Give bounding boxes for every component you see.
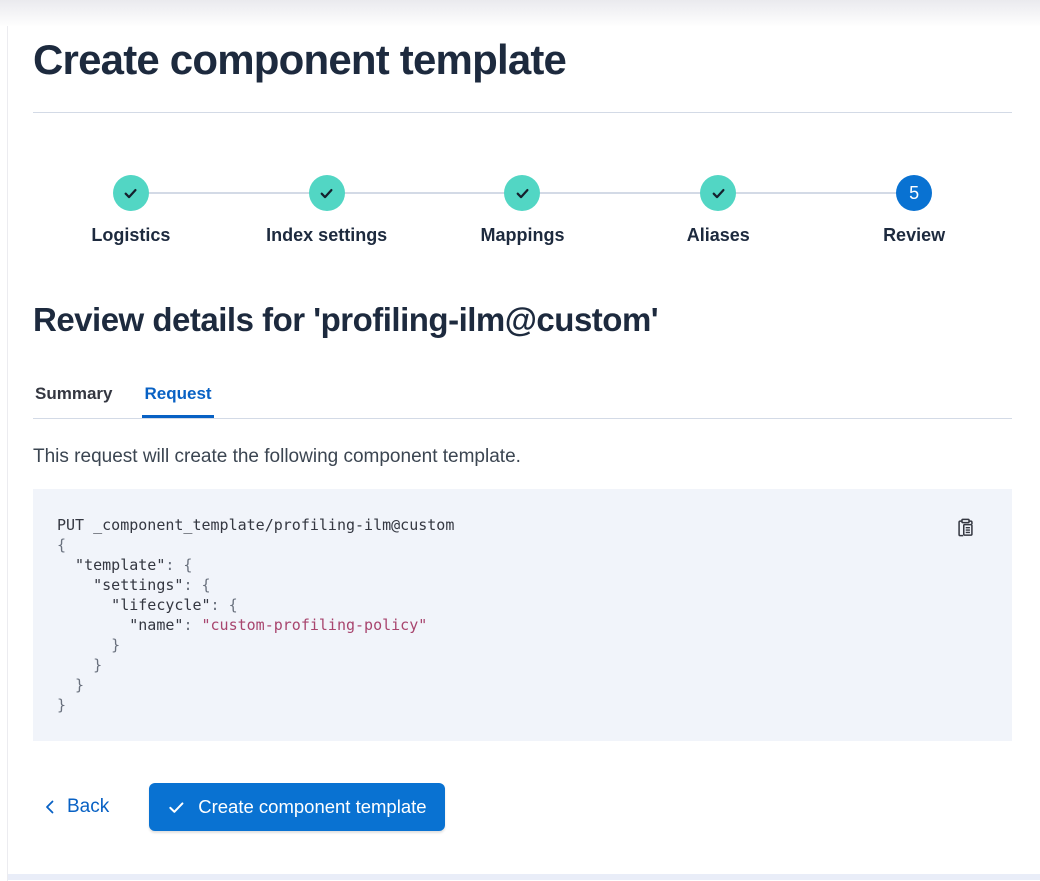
step-label: Index settings	[266, 225, 388, 245]
wizard-content: Create component template Logistics Inde…	[8, 26, 1040, 881]
tab-summary[interactable]: Summary	[33, 384, 114, 418]
copy-clipboard-icon	[958, 518, 973, 537]
step-circle-current: 5	[896, 175, 933, 211]
step-circle-complete	[308, 175, 345, 211]
request-code-block: PUT _component_template/profiling-ilm@cu…	[33, 489, 1012, 741]
top-shadow	[0, 0, 1040, 26]
code-line: {	[57, 536, 67, 554]
next-panel-edge	[8, 874, 1040, 880]
step-mappings[interactable]: Mappings	[425, 175, 621, 246]
submit-label: Create component template	[198, 796, 427, 817]
step-label: Logistics	[91, 225, 171, 245]
step-label: Review	[883, 225, 946, 245]
code-line: "lifecycle": {	[57, 596, 238, 614]
request-description: This request will create the following c…	[33, 446, 521, 467]
code-line: "template": {	[57, 556, 193, 574]
code-line: }	[57, 636, 121, 654]
review-heading: Review details for 'profiling-ilm@custom…	[33, 301, 659, 338]
step-aliases[interactable]: Aliases	[620, 175, 816, 246]
step-circle-complete	[504, 175, 541, 211]
step-review[interactable]: 5 Review	[816, 175, 1012, 246]
step-label: Aliases	[686, 225, 750, 245]
code-line: }	[57, 676, 85, 694]
back-label: Back	[67, 796, 110, 817]
panel-left-border	[7, 26, 8, 881]
page-title: Create component template	[33, 36, 567, 83]
back-button[interactable]: Back	[33, 796, 109, 818]
copy-button[interactable]	[953, 515, 978, 540]
create-component-template-button[interactable]: Create component template	[149, 783, 445, 831]
check-icon	[516, 188, 529, 198]
review-tabs: Summary Request	[33, 384, 1012, 419]
code-line: PUT _component_template/profiling-ilm@cu…	[57, 516, 455, 534]
step-progress-bar: Logistics Index settings Mappings	[33, 175, 1012, 246]
title-divider	[33, 112, 1012, 113]
step-logistics[interactable]: Logistics	[33, 175, 229, 246]
check-icon	[124, 188, 137, 198]
step-index-settings[interactable]: Index settings	[229, 175, 425, 246]
check-icon	[712, 188, 725, 198]
code-line: }	[57, 696, 67, 714]
check-icon	[320, 188, 333, 198]
code-line: "settings": {	[57, 576, 211, 594]
step-circle-complete	[112, 175, 149, 211]
code-line: "name": "custom-profiling-policy"	[57, 616, 428, 634]
step-number: 5	[909, 182, 920, 203]
step-circle-complete	[700, 175, 737, 211]
tab-request[interactable]: Request	[142, 384, 213, 418]
code-lines: PUT _component_template/profiling-ilm@cu…	[57, 515, 952, 715]
wizard-footer: Back Create component template	[33, 783, 1012, 831]
step-label: Mappings	[480, 225, 565, 245]
chevron-left-icon	[46, 800, 54, 814]
check-icon	[169, 801, 184, 813]
code-line: }	[57, 656, 103, 674]
